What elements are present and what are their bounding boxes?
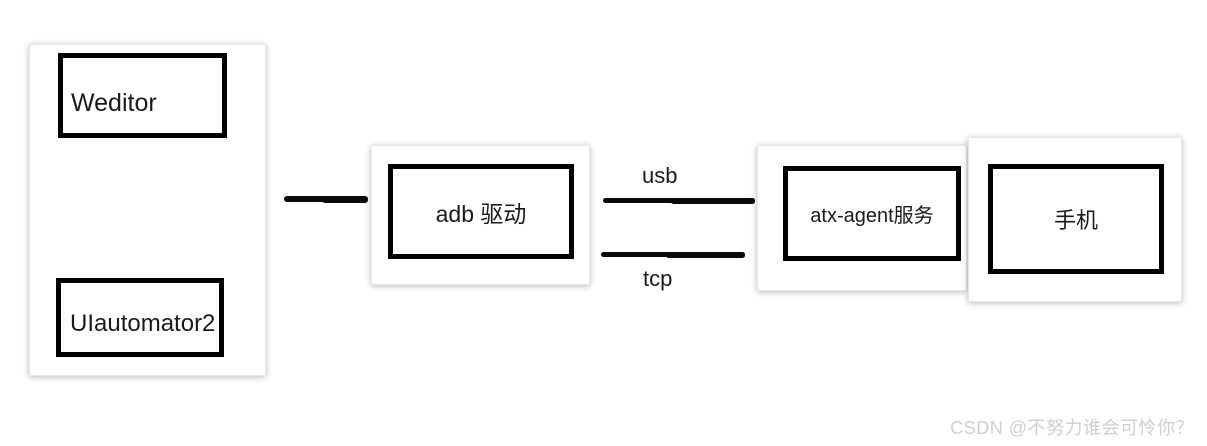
client-tools-card: Weditor UIautomator2 — [29, 44, 266, 376]
node-atx-agent-label: atx-agent服务 — [810, 205, 934, 227]
edge-label-tcp: tcp — [643, 266, 673, 291]
connector-client-to-adb — [284, 196, 368, 203]
node-phone: 手机 — [988, 164, 1164, 274]
node-uiautomator2-label: UIautomator2 — [70, 309, 216, 337]
atx-agent-card: atx-agent服务 — [757, 145, 967, 291]
node-uiautomator2: UIautomator2 — [56, 278, 224, 357]
csdn-watermark: CSDN @不努力谁会可怜你？ — [950, 418, 1194, 438]
adb-card: adb 驱动 — [371, 145, 590, 285]
node-weditor-label: Weditor — [71, 89, 157, 117]
node-adb: adb 驱动 — [388, 164, 574, 259]
node-phone-label: 手机 — [1053, 208, 1098, 233]
connector-tcp — [601, 252, 745, 258]
node-adb-label: adb 驱动 — [435, 200, 527, 227]
phone-card: 手机 — [968, 137, 1182, 302]
connector-usb — [603, 198, 755, 204]
node-atx-agent: atx-agent服务 — [783, 166, 961, 261]
node-weditor: Weditor — [58, 53, 227, 138]
edge-label-usb: usb — [642, 163, 678, 188]
